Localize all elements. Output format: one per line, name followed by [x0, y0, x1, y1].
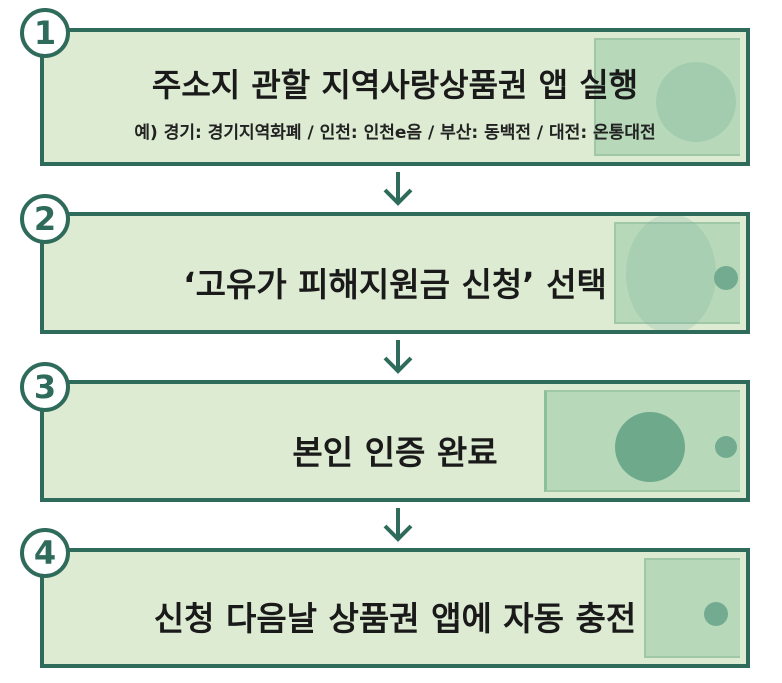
- banknote-icon: [544, 390, 740, 492]
- banknote-icon: [594, 38, 740, 156]
- arrow-down-icon: [383, 508, 413, 542]
- step-1-box: 주소지 관할 지역사랑상품권 앱 실행 예) 경기: 경기지역화폐 / 인천: …: [40, 28, 750, 166]
- banknote-icon: [614, 216, 740, 330]
- step-4-box: 신청 다음날 상품권 앱에 자동 충전: [40, 548, 750, 668]
- step-3-title: 본인 인증 완료: [292, 433, 498, 472]
- step-4-title: 신청 다음날 상품권 앱에 자동 충전: [153, 599, 637, 638]
- step-1-title: 주소지 관할 지역사랑상품권 앱 실행: [151, 66, 639, 104]
- step-1-subtitle: 예) 경기: 경기지역화폐 / 인천: 인천e음 / 부산: 동백전 / 대전:…: [134, 123, 656, 143]
- step-3-box: 본인 인증 완료: [40, 380, 750, 502]
- step-2-box: ‘고유가 피해지원금 신청’ 선택: [40, 212, 750, 334]
- step-4-number-badge: 4: [20, 528, 70, 578]
- step-2-title: ‘고유가 피해지원금 신청’ 선택: [183, 265, 607, 304]
- arrow-down-icon: [383, 340, 413, 374]
- banknote-icon: [644, 558, 740, 658]
- step-3-number-badge: 3: [20, 362, 70, 412]
- step-2-number-badge: 2: [20, 194, 70, 244]
- arrow-down-icon: [383, 172, 413, 206]
- step-1-number-badge: 1: [20, 8, 70, 58]
